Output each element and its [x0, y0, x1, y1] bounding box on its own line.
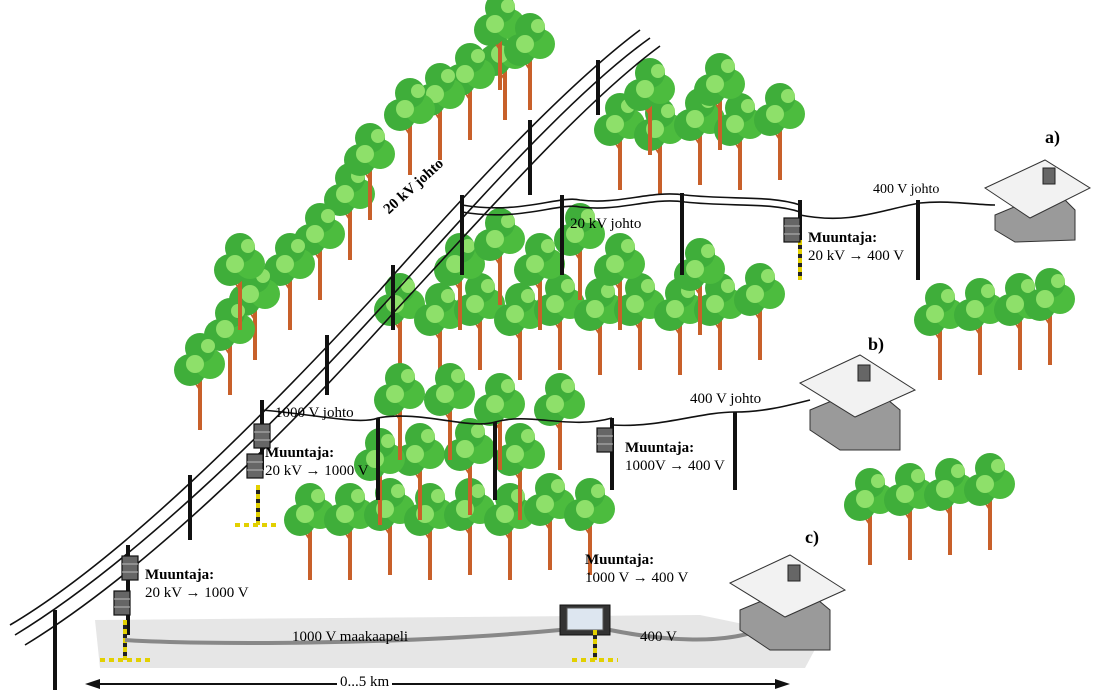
transformer-c1-ratio: 20 kV → 1000 V — [145, 585, 249, 601]
branch-a-lines — [461, 193, 996, 280]
transformer-a-title: Muuntaja: — [808, 230, 878, 246]
branch-b-lines — [235, 399, 811, 527]
branch-c-cable — [100, 555, 761, 662]
transformer-b1-title: Muuntaja: — [265, 445, 335, 461]
forest-left-slope — [172, 121, 397, 432]
house-c — [728, 554, 847, 651]
transformer-c2-title: Muuntaja: — [585, 552, 655, 568]
line-400v-a-label: 400 V johto — [873, 182, 940, 197]
transformer-c2-label: Muuntaja: 1000 V → 400 V — [585, 551, 688, 587]
transformer-a-label: Muuntaja: 20 kV → 400 V — [808, 229, 904, 265]
transformer-b1-ratio: 20 kV → 1000 V — [265, 463, 369, 479]
line-400v-b-label: 400 V johto — [690, 391, 762, 407]
cable-400v-label: 400 V — [640, 629, 677, 645]
distance-label: 0...5 km — [337, 673, 393, 691]
transformer-b2-label: Muuntaja: 1000V → 400 V — [625, 439, 725, 475]
transformer-c2-ratio: 1000 V → 400 V — [585, 570, 689, 586]
transformer-b2-ratio: 1000V → 400 V — [625, 458, 725, 474]
transformer-a-ratio: 20 kV → 400 V — [808, 248, 905, 264]
main-20kv-line — [9, 29, 661, 690]
house-a — [983, 159, 1092, 243]
transformer-b2-title: Muuntaja: — [625, 440, 695, 456]
house-b — [798, 354, 917, 451]
line-20kv-branch-label: 20 kV johto — [570, 216, 642, 232]
ground-area — [95, 615, 820, 668]
transformer-c1-label: Muuntaja: 20 kV → 1000 V — [145, 566, 249, 602]
transformer-c1-title: Muuntaja: — [145, 567, 215, 583]
cable-1000v-label: 1000 V maakaapeli — [292, 629, 409, 645]
house-a-label: a) — [1045, 127, 1060, 147]
distance-arrow — [85, 679, 790, 689]
house-c-label: c) — [805, 527, 819, 547]
line-1000v-label: 1000 V johto — [275, 405, 354, 421]
transformer-b1-label: Muuntaja: 20 kV → 1000 V — [265, 444, 369, 480]
house-b-label: b) — [868, 334, 885, 354]
